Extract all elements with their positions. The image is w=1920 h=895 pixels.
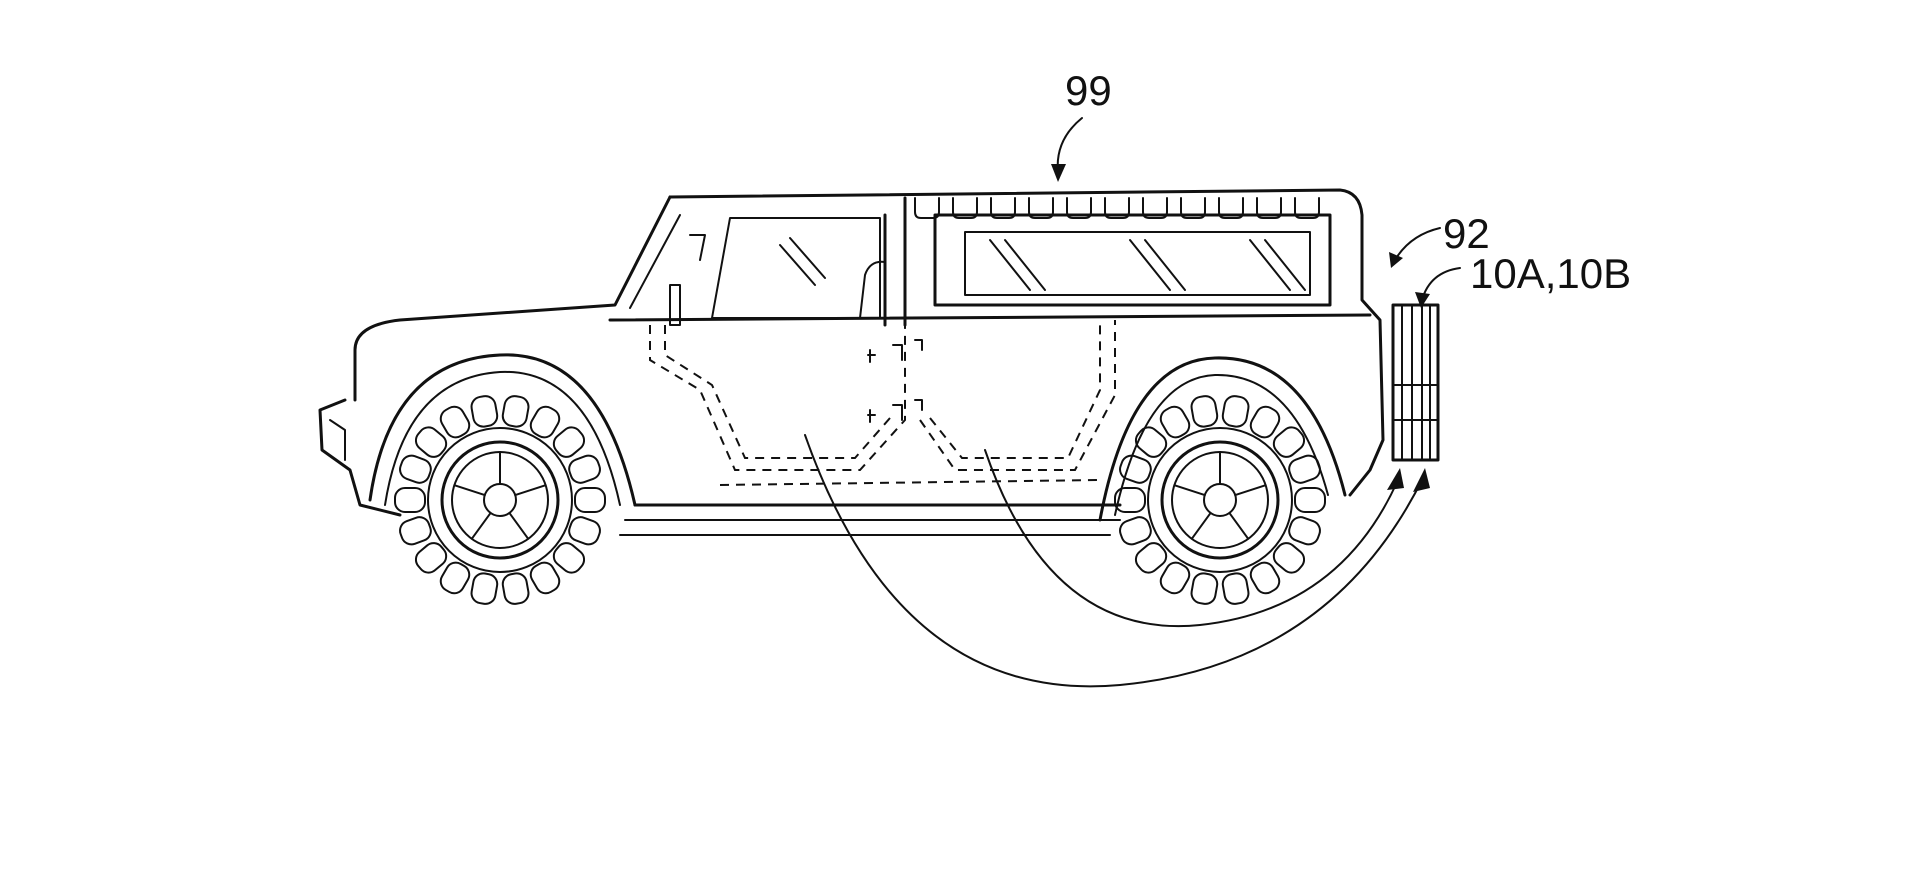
roof-module	[990, 197, 1016, 219]
roof-module	[1142, 197, 1168, 219]
panel-group-ref-label: 92	[1443, 210, 1490, 257]
motion-arrows	[804, 434, 1430, 688]
tread-lug	[1190, 395, 1219, 428]
spoke	[1228, 511, 1250, 540]
tread-lug	[1190, 572, 1219, 605]
roof-module	[1066, 197, 1092, 219]
tread-lug	[414, 426, 448, 458]
tread-lug	[1249, 561, 1281, 595]
tread-lug	[568, 454, 601, 484]
spoke	[453, 484, 486, 497]
rear-panel-stack	[1391, 303, 1440, 462]
tread-lug	[552, 426, 586, 458]
tread-lug	[574, 487, 606, 513]
tread-lug	[1272, 426, 1306, 458]
roof-module	[1028, 197, 1054, 219]
door-hinges	[867, 339, 923, 423]
spoke	[1173, 484, 1206, 497]
tread-lug	[529, 561, 561, 595]
vehicle-body	[318, 188, 1385, 536]
roof-module	[1294, 197, 1320, 219]
tread-lug	[394, 487, 426, 513]
tread-lug	[529, 405, 561, 439]
roof-module	[1104, 197, 1130, 219]
spoke	[514, 484, 547, 497]
tread-lug	[1159, 405, 1191, 439]
door-outlines	[649, 320, 1116, 486]
tread-lug	[1119, 454, 1152, 484]
vehicle-ref-label: 99	[1065, 67, 1112, 114]
roof-modules	[914, 197, 1320, 219]
spoke	[1190, 511, 1212, 540]
rim-outer	[1160, 440, 1280, 560]
tread-lug	[552, 542, 586, 574]
tread-lug	[1134, 426, 1168, 458]
tread-lug	[501, 572, 530, 605]
tread-lug	[1294, 487, 1326, 513]
roof-module	[1180, 197, 1206, 219]
roof-module	[1256, 197, 1282, 219]
tread-lug	[439, 561, 471, 595]
panels-ref-label: 10A,10B	[1470, 250, 1631, 297]
roof-module	[952, 197, 978, 219]
roof-module	[914, 197, 940, 219]
front-wheel	[394, 395, 606, 605]
roof-module	[1218, 197, 1244, 219]
tread-lug	[1272, 542, 1306, 574]
tread-lug	[399, 516, 432, 546]
leader-lines	[1051, 117, 1461, 308]
tread-lug	[1114, 487, 1146, 513]
spoke	[1234, 484, 1267, 497]
tread-lug	[1159, 561, 1191, 595]
rear-wheel	[1114, 395, 1326, 605]
spoke	[508, 511, 530, 540]
tread-lug	[439, 405, 471, 439]
rim-outer	[440, 440, 560, 560]
tread-lug	[1134, 542, 1168, 574]
tire-sidewall	[427, 427, 573, 573]
tread-lug	[1288, 516, 1321, 546]
tread-lug	[568, 516, 601, 546]
spoke	[470, 511, 492, 540]
tread-lug	[1288, 454, 1321, 484]
tread-lug	[1249, 405, 1281, 439]
tread-lug	[470, 572, 499, 605]
tread-lug	[414, 542, 448, 574]
hub	[483, 483, 517, 517]
tread-lug	[1221, 395, 1250, 428]
tread-lug	[1221, 572, 1250, 605]
tread-lug	[470, 395, 499, 428]
tread-lug	[501, 395, 530, 428]
tread-lug	[399, 454, 432, 484]
tread-lug	[1119, 516, 1152, 546]
tire-sidewall	[1147, 427, 1293, 573]
hub	[1203, 483, 1237, 517]
